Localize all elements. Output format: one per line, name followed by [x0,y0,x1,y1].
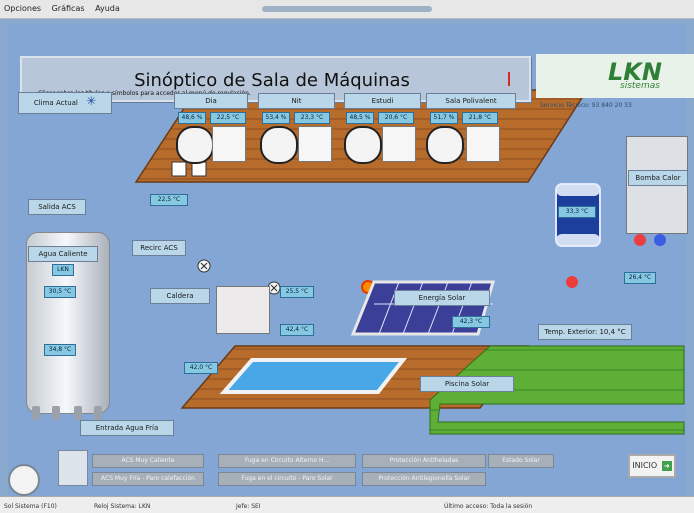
menubar: Opciones Gráficas Ayuda [0,0,694,19]
arrow-right-icon: ➜ [661,461,672,471]
footer-item-2: Jefe: SEI [236,503,261,510]
hot-water-tank [26,232,110,414]
snowflake-icon: ✳ [86,94,97,108]
fan-icon-estudi[interactable] [344,126,382,164]
alarm-estado-solar[interactable]: Estado Solar [488,454,554,468]
sala-temp: 21,8 °C [462,112,498,124]
agua-caliente-label[interactable]: Agua Caliente [28,246,98,262]
menu-opciones[interactable]: Opciones [4,4,42,13]
alarm-fuga-solar[interactable]: Fuga en el circuito - Paro Solar [218,472,356,486]
tank-leg [32,406,40,420]
alarm-acs-muy-fria[interactable]: ACS Muy Fría - Paro calefacción [92,472,204,486]
alarm-antilegionella[interactable]: Protección Antilegionella Solar [362,472,486,486]
service-phone: Servicio Técnico: 93 840 20 33 [540,102,632,109]
nit-temp: 23,3 °C [294,112,330,124]
tank-leg [74,406,82,420]
nit-humidity: 53,4 % [262,112,290,124]
logo-text: LKN [608,58,662,86]
fan-icon-nit[interactable] [260,126,298,164]
fan-icon[interactable] [176,126,214,164]
acs-out-temp: 22,5 °C [150,194,188,206]
inicio-label: INICIO [632,461,658,470]
zone-dia-button[interactable]: Dia [174,93,248,109]
zone-estudi-button[interactable]: Estudi [344,93,421,109]
estudi-temp: 20,6 °C [378,112,414,124]
salida-acs-label[interactable]: Salida ACS [28,199,86,215]
clima-actual-button[interactable]: Clima Actual ✳ [18,92,112,114]
synoptic-canvas: Clicar sobre los títulos o símbolos para… [8,24,694,496]
zone-sala-button[interactable]: Sala Polivalent [426,93,516,109]
inicio-button[interactable]: INICIO ➜ [628,454,676,478]
tank-leg [52,406,60,420]
page-title[interactable]: Sinóptico de Sala de Máquinas [134,70,410,91]
recirc-acs-label[interactable]: Recirc ACS [132,240,186,256]
alarm-fuga-circuito[interactable]: Fuga en Circuito Alterno H... [218,454,356,468]
pool-temp: 42,0 °C [184,362,218,374]
entrada-agua-fria-label[interactable]: Entrada Agua Fría [80,420,174,436]
footer-status-bar: Sol Sistema (F10) Reloj Sistema: LKN Jef… [0,496,694,513]
temp-exterior-label[interactable]: Temp. Exterior: 10,4 °C [538,324,632,340]
zone-nit-button[interactable]: Nit [258,93,335,109]
piscina-solar-label[interactable]: Piscina Solar [420,376,514,392]
fan-icon-sala[interactable] [426,126,464,164]
dia-temp: 22,5 °C [210,112,246,124]
logo-subtext: sistemas [620,81,660,91]
tank-bottom-temp: 34,8 °C [44,344,76,356]
mid-temp-2: 42,4 °C [280,324,314,336]
instruction-text: Clicar sobre los títulos o símbolos para… [38,90,251,97]
caldera-label[interactable]: Caldera [150,288,210,304]
clima-label: Clima Actual [33,99,78,107]
pump-temp: 26,4 °C [624,272,656,284]
company-logo: LKN sistemas [536,54,694,98]
logo-background [536,54,694,98]
heater-icon[interactable] [212,126,246,162]
footer-item-1: Reloj Sistema: LKN [94,503,151,510]
footer-item-0: Sol Sistema (F10) [4,503,57,510]
solar-temp: 42,3 °C [452,316,490,328]
footer-item-3: Último acceso: Toda la sesión [444,503,533,510]
estudi-humidity: 48,5 % [346,112,374,124]
menu-ayuda[interactable]: Ayuda [95,4,120,13]
heater-icon-sala[interactable] [466,126,500,162]
clock-icon[interactable] [8,464,40,496]
window-grip[interactable] [262,6,432,12]
status-marker [508,72,510,86]
alarm-antiheladas[interactable]: Protección Antiheladas [362,454,486,468]
thermometer-icon [58,450,88,486]
alarm-acs-muy-caliente[interactable]: ACS Muy Caliente [92,454,204,468]
tank-brand: LKN [52,264,74,276]
heater-icon-estudi[interactable] [382,126,416,162]
tank-leg [94,406,102,420]
energia-solar-label[interactable]: Energía Solar [394,290,490,306]
menu-graficas[interactable]: Gráficas [51,4,85,13]
sala-humidity: 51,7 % [430,112,458,124]
boiler-unit[interactable] [216,286,270,334]
tank-top-temp: 30,5 °C [44,286,76,298]
dia-humidity: 48,6 % [178,112,206,124]
mid-temp-1: 25,5 °C [280,286,314,298]
heater-icon-nit[interactable] [298,126,332,162]
tank-right-temp: 33,3 °C [558,206,596,218]
bomba-calor-label[interactable]: Bomba Calor [628,170,688,186]
